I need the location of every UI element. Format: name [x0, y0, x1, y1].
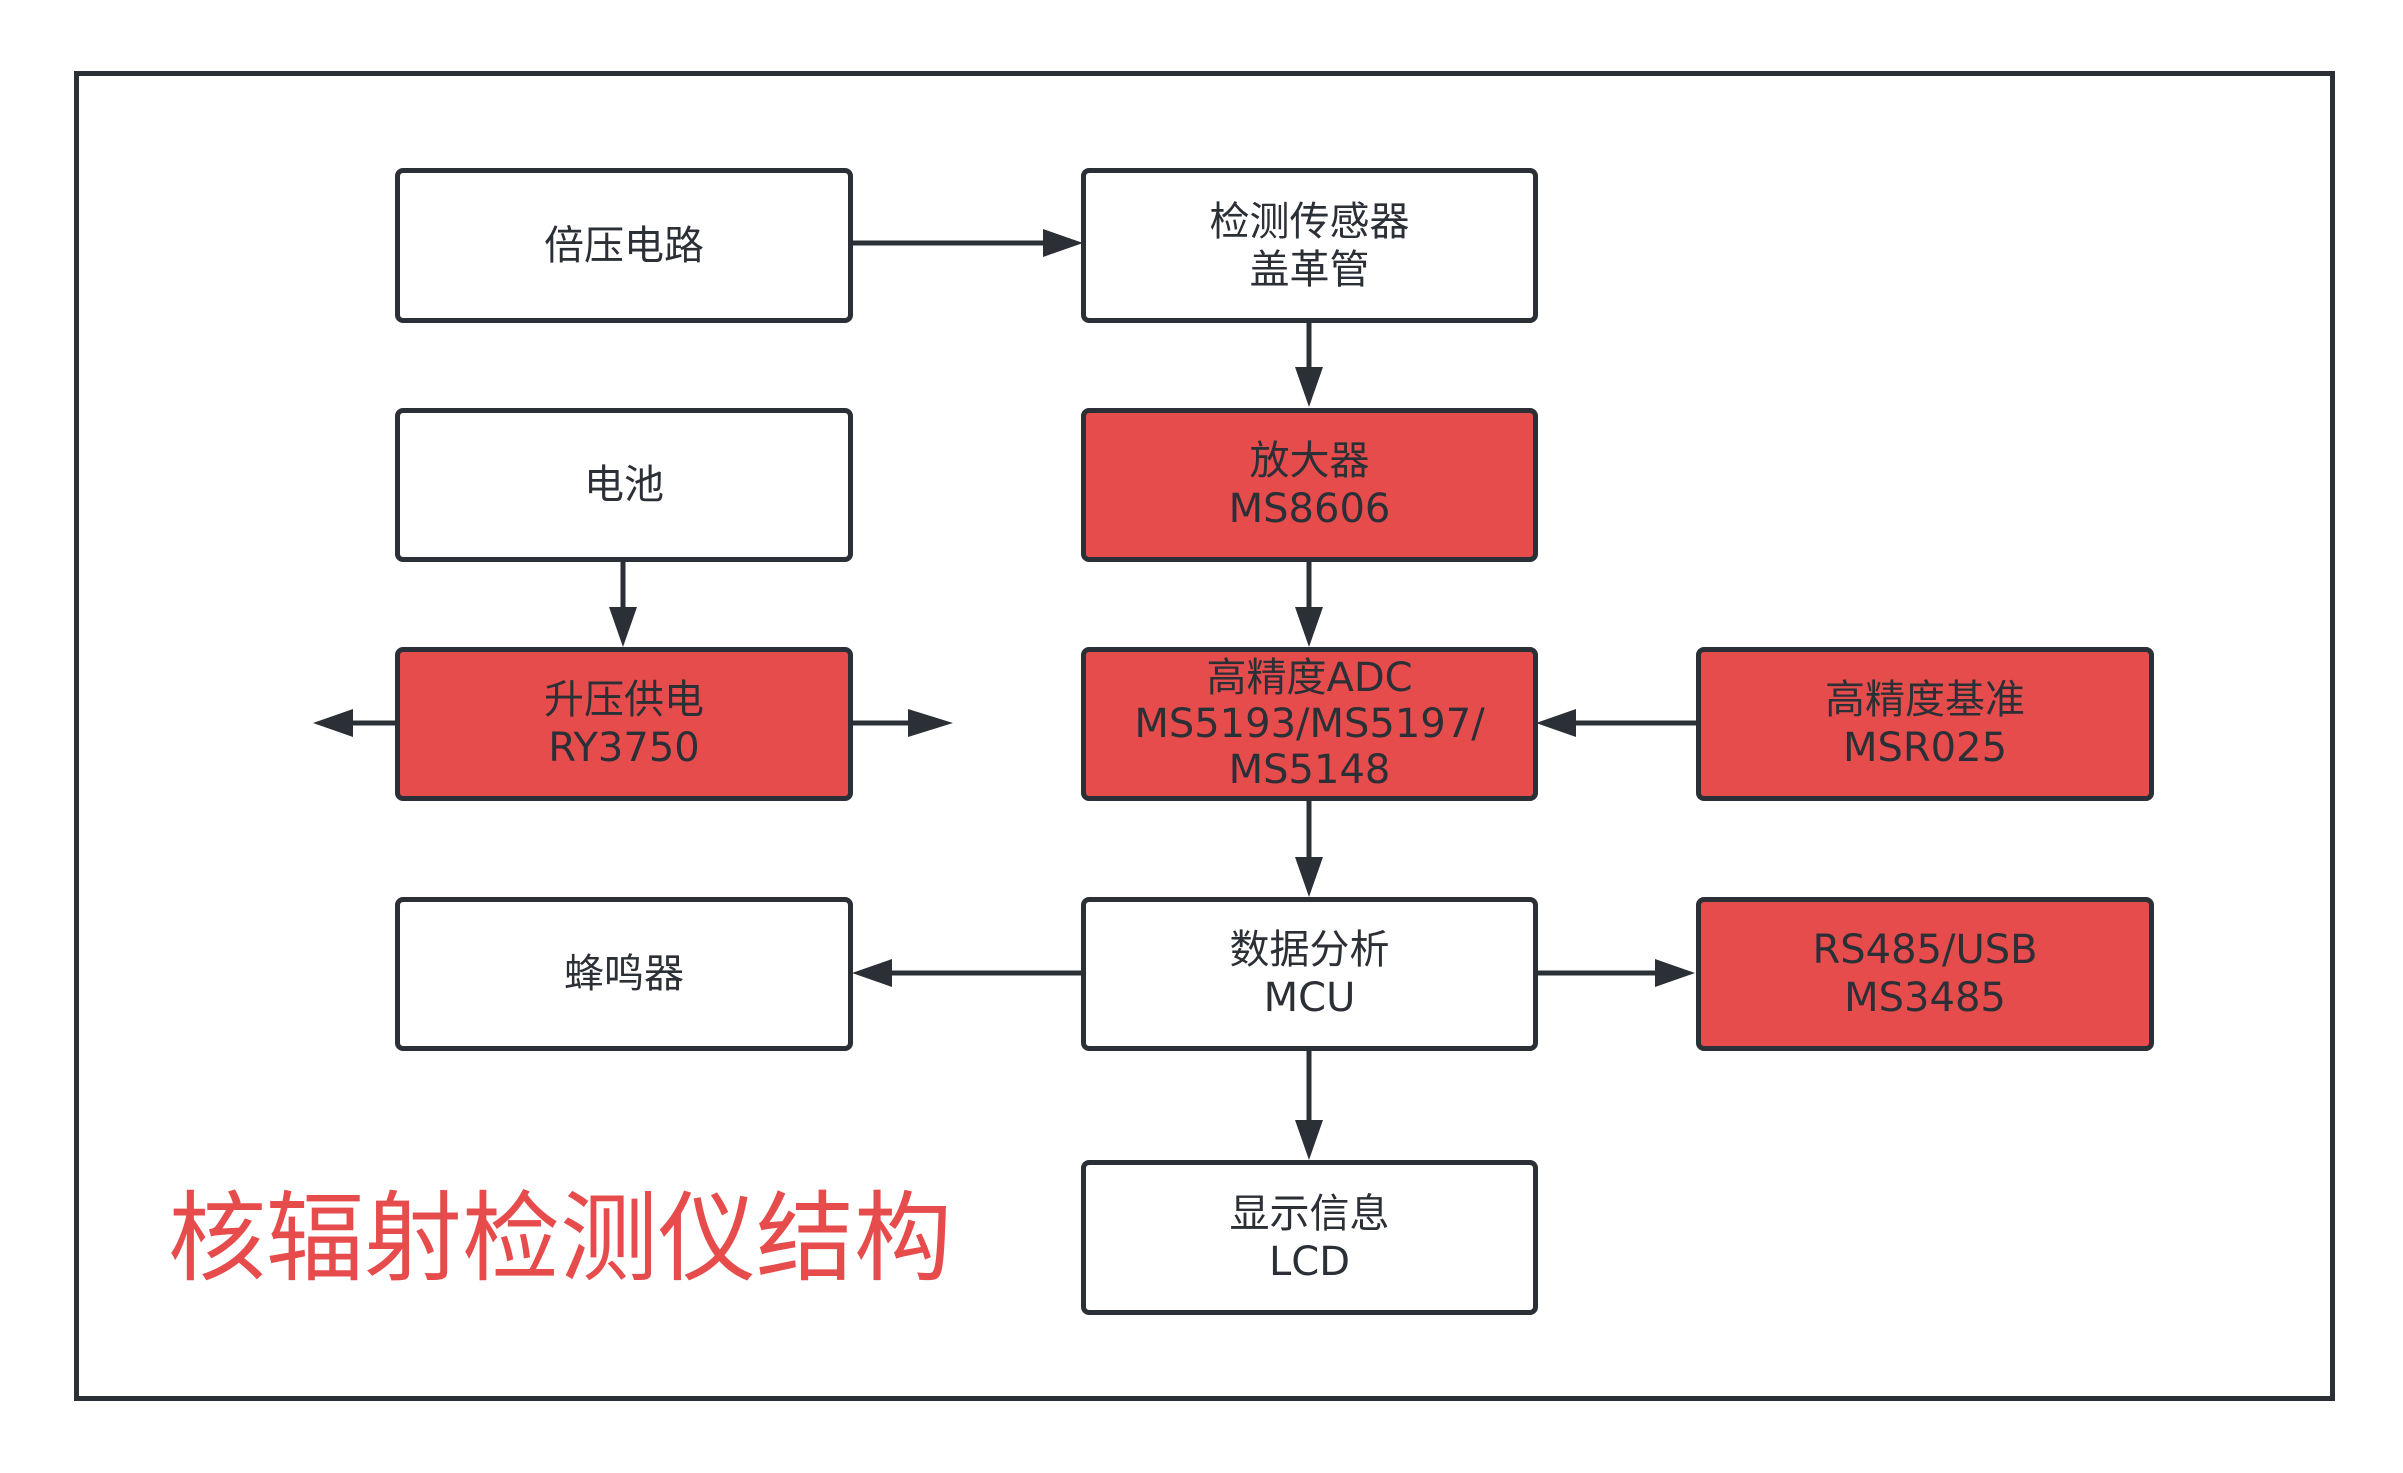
node-buzzer: 蜂鸣器	[395, 897, 853, 1051]
arrowhead-mcu-to-display	[1295, 1120, 1323, 1160]
arrowhead-mcu-to-interface	[1655, 959, 1695, 987]
arrowhead-battery-to-boost	[609, 607, 637, 647]
node-interface: RS485/USB MS3485	[1696, 897, 2154, 1051]
node-mcu-part: MCU	[1263, 975, 1356, 1021]
arrowhead-sensor-to-amplifier	[1295, 367, 1323, 407]
node-reference-part: MSR025	[1842, 725, 2008, 771]
node-display-part: LCD	[1268, 1238, 1350, 1285]
node-boost-supply-label: 升压供电	[544, 677, 704, 723]
node-reference-label: 高精度基准	[1825, 677, 2025, 723]
node-amplifier-label: 放大器	[1249, 438, 1370, 484]
node-interface-label: RS485/USB	[1812, 927, 2038, 973]
node-boost-supply: 升压供电 RY3750	[395, 647, 853, 801]
arrowhead-mcu-to-buzzer	[852, 959, 892, 987]
node-display-label: 显示信息	[1229, 1190, 1390, 1237]
node-buzzer-label: 蜂鸣器	[564, 951, 684, 997]
node-mcu: 数据分析 MCU	[1081, 897, 1538, 1051]
node-reference: 高精度基准 MSR025	[1696, 647, 2154, 801]
node-battery-label: 电池	[584, 462, 664, 508]
node-battery: 电池	[395, 408, 853, 562]
node-adc: 高精度ADC MS5193/MS5197/ MS5148	[1081, 647, 1538, 801]
arrowhead-boost-right-out	[908, 709, 953, 737]
arrowhead-reference-to-adc	[1536, 709, 1576, 737]
node-display: 显示信息 LCD	[1081, 1160, 1538, 1315]
node-voltage-doubler: 倍压电路	[395, 168, 853, 323]
arrowhead-boost-left-out	[313, 709, 353, 737]
diagram-title: 核辐射检测仪结构	[168, 1182, 953, 1296]
node-detection-sensor: 检测传感器 盖革管	[1081, 168, 1538, 323]
node-amplifier-part: MS8606	[1228, 486, 1391, 532]
node-adc-part-2: MS5148	[1228, 747, 1391, 793]
node-detection-sensor-part: 盖革管	[1249, 246, 1370, 293]
arrowhead-doubler-to-sensor	[1043, 229, 1083, 257]
arrowhead-adc-to-mcu	[1295, 857, 1323, 897]
node-detection-sensor-label: 检测传感器	[1209, 198, 1410, 245]
node-adc-part-1: MS5193/MS5197/	[1134, 701, 1485, 747]
node-voltage-doubler-label: 倍压电路	[544, 222, 704, 269]
arrowhead-amplifier-to-adc	[1295, 607, 1323, 647]
node-boost-supply-part: RY3750	[548, 725, 700, 771]
node-mcu-label: 数据分析	[1229, 927, 1390, 973]
node-adc-label: 高精度ADC	[1206, 655, 1413, 701]
node-amplifier: 放大器 MS8606	[1081, 408, 1538, 562]
node-interface-part: MS3485	[1844, 975, 2006, 1021]
